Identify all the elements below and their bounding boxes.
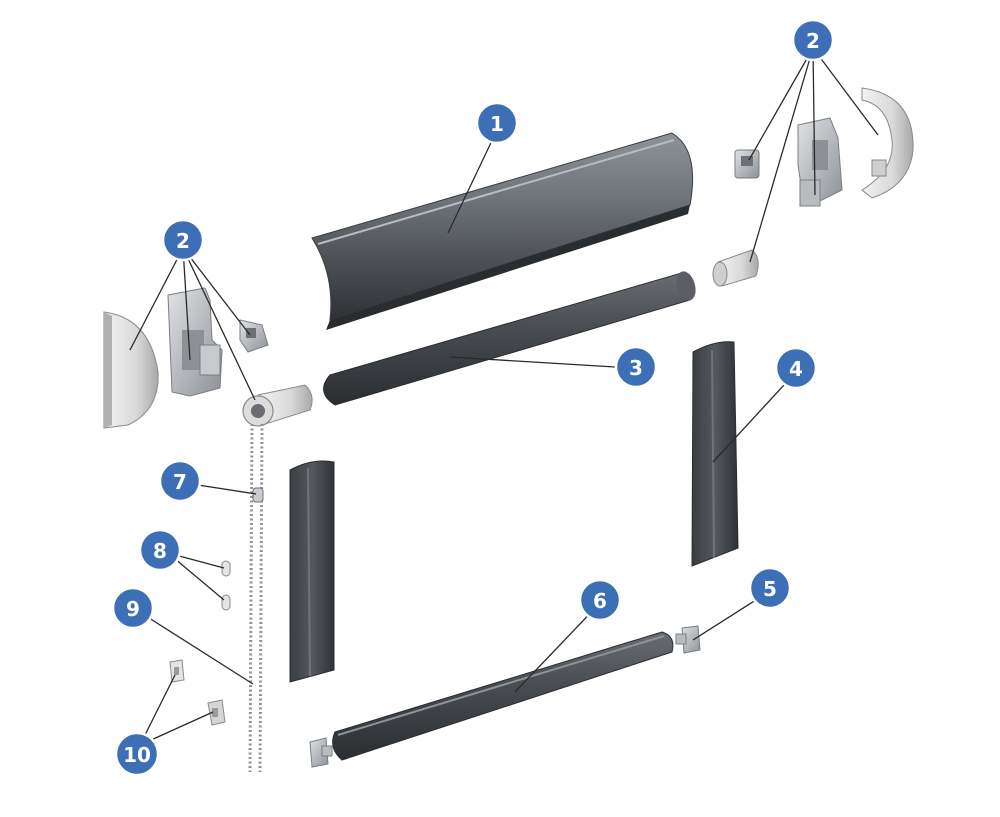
bracket-right [797,117,843,207]
callout-badge-4: 4 [774,346,818,390]
callout-badge-2-left: 2 [161,218,205,262]
callout-badge-9: 9 [111,586,155,630]
side-guide-rail-right [691,341,739,567]
svg-text:2: 2 [806,29,820,53]
bottom-bar-end-cap-right [675,625,701,654]
svg-text:6: 6 [593,589,607,613]
svg-text:1: 1 [490,112,504,136]
callout-badge-1: 1 [475,101,519,145]
side-guide-rail-left [289,460,335,683]
chain-stoppers [221,560,231,611]
leader-lines [129,47,879,746]
chain-connector [252,487,264,503]
svg-text:10: 10 [123,743,151,767]
callout-badge-7: 7 [158,459,202,503]
callout-badge-6: 6 [578,578,622,622]
svg-text:9: 9 [126,597,140,621]
chain-weights [169,659,226,726]
callout-badge-8: 8 [138,528,182,572]
bracket-left [167,287,223,397]
chain-control-unit [242,384,313,427]
end-cap-right [861,87,914,199]
clip-left [239,319,269,353]
callout-badge-5: 5 [748,566,792,610]
bottom-bar-end-cap-left [309,737,333,768]
callout-badge-3: 3 [614,345,658,389]
svg-text:8: 8 [153,539,167,563]
bead-chain [248,423,264,773]
end-cap-left [103,311,159,429]
roller-tube [323,271,696,406]
bottom-bar [332,631,674,761]
svg-text:3: 3 [629,356,643,380]
svg-text:7: 7 [173,470,187,494]
callout-badge-2-right: 2 [791,18,835,62]
cassette-cover [311,132,694,330]
callout-badge-10: 10 [114,731,160,777]
svg-text:4: 4 [789,357,803,381]
clip-right [734,149,760,179]
svg-text:5: 5 [763,577,777,601]
svg-text:2: 2 [176,229,190,253]
end-plug-right [712,249,759,287]
